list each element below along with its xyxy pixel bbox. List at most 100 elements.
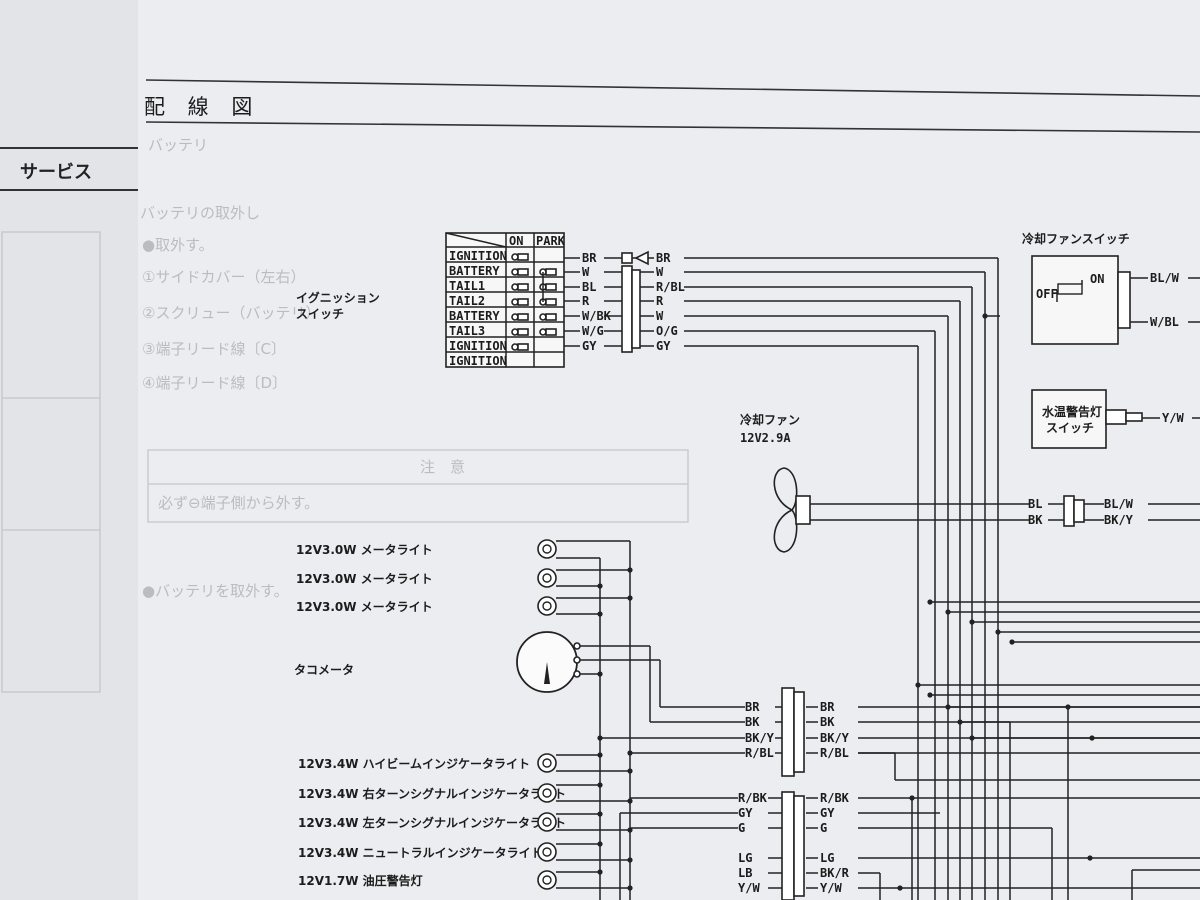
- junction-dot: [1089, 735, 1095, 741]
- connector-wire-left: GY: [738, 806, 753, 820]
- connector-wire-left: BR: [745, 700, 760, 714]
- ignition-wire-right: GY: [656, 339, 671, 353]
- tachometer-needle: [544, 662, 550, 684]
- indicator-bulb: [537, 783, 557, 803]
- cooling-fan-switch: 冷却ファンスイッチ OFF ON BL/W W/BL: [1022, 231, 1200, 345]
- fan-wire-right-1: BL/W: [1104, 497, 1134, 511]
- bulb-filament: [542, 847, 552, 857]
- fan-wire-right-2: BK/Y: [1104, 513, 1134, 527]
- left-tab-text: サービス: [20, 162, 92, 183]
- ignition-switch-label-1: イグニッション: [296, 290, 380, 305]
- meter-light-label: 12V3.0W メータライト: [296, 600, 433, 614]
- ignition-wire-left: W/BK: [582, 309, 612, 323]
- junction-dot: [627, 595, 633, 601]
- temp-switch-label-1: 水温警告灯: [1042, 404, 1102, 419]
- ignition-row-label: IGNITION: [449, 249, 507, 263]
- ignition-on-terminal: [511, 328, 519, 336]
- fan-switch-title: 冷却ファンスイッチ: [1022, 231, 1130, 246]
- connector-wire-left: BK/Y: [745, 731, 775, 745]
- ignition-wire-right: W: [656, 309, 664, 323]
- junction-dot: [945, 609, 951, 615]
- indicator-light-label: 12V3.4W 右ターンシグナルインジケータライト: [298, 786, 566, 801]
- ignition-park-terminal: [539, 328, 547, 336]
- ignition-connector-pin: [621, 252, 633, 264]
- tachometer-label: タコメータ: [294, 663, 354, 677]
- indicator-light-label: 12V1.7W 油圧警告灯: [298, 873, 423, 888]
- fan-label-1: 冷却ファン: [740, 412, 800, 427]
- connector-wire-left: R/BL: [745, 746, 774, 760]
- ignition-on-terminal: [511, 268, 519, 276]
- ignition-on-contact: [517, 268, 529, 276]
- ignition-header-on: ON: [509, 234, 523, 248]
- ignition-row-label: IGNITION: [449, 339, 507, 353]
- ghost-line-1: バッテリ: [148, 136, 208, 154]
- junction-dot: [597, 583, 603, 589]
- connector-wire-right: BR: [820, 700, 835, 714]
- ignition-wire-left: W/G: [582, 324, 604, 338]
- water-temp-warning-switch: 水温警告灯 スイッチ Y/W: [1031, 389, 1200, 449]
- bulb-filament: [542, 758, 552, 768]
- ghost-line-7: ④端子リード線〔D〕: [142, 374, 287, 392]
- fan-wire-left-2: BK: [1028, 513, 1043, 527]
- connector-wire-right: LG: [820, 851, 834, 865]
- left-page-remnants: サービス: [0, 147, 138, 693]
- ignition-switch: イグニッション スイッチ ON PARK IGNITIONBATTERYTAIL…: [296, 232, 685, 368]
- junction-dot: [597, 811, 603, 817]
- ignition-wire-right: R/BL: [656, 280, 685, 294]
- ghost-line-6: ③端子リード線〔C〕: [142, 340, 286, 358]
- left-page: [0, 0, 138, 900]
- ignition-park-contact: [545, 283, 557, 291]
- ignition-row-label: TAIL1: [449, 279, 485, 293]
- ignition-on-contact: [517, 253, 529, 261]
- meter-light-label: 12V3.0W メータライト: [296, 572, 433, 586]
- ignition-row-label: TAIL2: [449, 294, 485, 308]
- ghost-notice-body: 必ず⊖端子側から外す。: [158, 494, 319, 512]
- ghost-line-3: ●取外す。: [142, 236, 214, 254]
- temp-switch-wire: Y/W: [1162, 411, 1184, 425]
- connector-shell: [793, 795, 805, 897]
- junction-dot: [927, 692, 933, 698]
- connector-wire-left: R/BK: [738, 791, 768, 805]
- meter-light-bulb: [537, 596, 557, 616]
- indicator-bulb: [537, 812, 557, 832]
- ignition-row-label: BATTERY: [449, 309, 500, 323]
- connector-wire-left: LG: [738, 851, 752, 865]
- ignition-wire-right: W: [656, 265, 664, 279]
- meter-light-bulb: [537, 539, 557, 559]
- page-header: 配 線 図: [144, 79, 1200, 133]
- fan-switch-body: [1031, 255, 1119, 345]
- fan-switch-wire-1: BL/W: [1150, 271, 1180, 285]
- fan-wire-left-1: BL: [1028, 497, 1042, 511]
- ignition-on-contact: [517, 298, 529, 306]
- ignition-park-contact: [545, 328, 557, 336]
- bulb-filament: [542, 875, 552, 885]
- connector-wire-right: Y/W: [820, 881, 842, 895]
- ignition-on-contact: [517, 328, 529, 336]
- ignition-park-contact: [545, 268, 557, 276]
- ghost-line-2: バッテリの取外し: [140, 204, 260, 222]
- junction-dot: [627, 768, 633, 774]
- indicator-bulb: [537, 753, 557, 773]
- connector-body: [781, 791, 795, 900]
- ignition-on-contact: [517, 313, 529, 321]
- wiring-harness: [556, 257, 1200, 900]
- fan-switch-on-label: ON: [1090, 272, 1104, 286]
- connector-wire-right: GY: [820, 806, 835, 820]
- junction-dot: [627, 567, 633, 573]
- ghost-notice-title: 注 意: [420, 458, 465, 476]
- fan-motor: [795, 495, 811, 525]
- connector-wire-right: BK: [820, 715, 835, 729]
- connector-wire-right: BK/Y: [820, 731, 850, 745]
- fan-switch-wire-2: W/BL: [1150, 315, 1179, 329]
- page-title: 配 線 図: [144, 95, 260, 119]
- connector-wire-left: Y/W: [738, 881, 760, 895]
- junction-dot: [627, 885, 633, 891]
- junction-dot: [1009, 639, 1015, 645]
- junction-dot: [597, 752, 603, 758]
- connector-wire-right: R/BL: [820, 746, 849, 760]
- ignition-connector-arrow: [634, 250, 649, 266]
- ignition-wire-right: BR: [656, 251, 671, 265]
